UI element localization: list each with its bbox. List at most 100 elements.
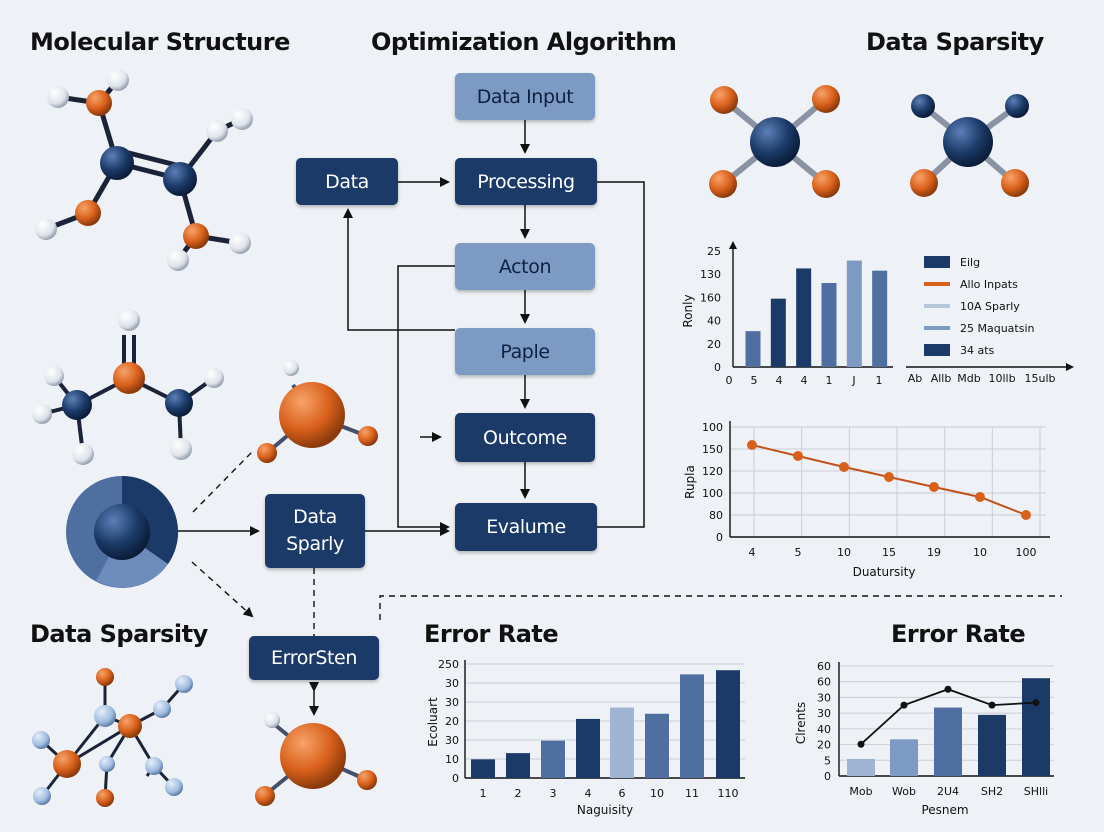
bar	[934, 707, 962, 776]
optimization-algorithm-heading: Optimization Algorithm	[371, 28, 677, 56]
x-tick-label: 10	[973, 546, 987, 559]
y-tick-label: 100	[702, 487, 723, 500]
x-axis-title: Duatursity	[853, 565, 916, 579]
y-tick-label: 40	[817, 723, 831, 736]
processing-node[interactable]: Processing	[455, 158, 597, 205]
bar	[872, 270, 888, 367]
legend-axis-label: Mdb	[957, 372, 980, 385]
data-point	[839, 462, 849, 472]
y-tick-label: 20	[445, 715, 459, 728]
legend-swatch	[924, 256, 950, 268]
bar	[541, 740, 565, 778]
y-tick-label: 0	[824, 770, 831, 783]
y-tick-label: 30	[445, 677, 459, 690]
legend-swatch	[924, 326, 950, 330]
data-point	[988, 701, 996, 709]
x-axis-title: Naguisity	[577, 803, 633, 817]
legend-swatch	[924, 344, 950, 356]
x-tick-label: 10	[837, 546, 851, 559]
sparsity-molecule-2-icon	[910, 94, 1029, 197]
legend-swatch	[924, 282, 950, 286]
y-axis-title: Clrents	[794, 702, 808, 744]
legend-axis-arrow	[1066, 363, 1074, 371]
data-node[interactable]: Data	[296, 158, 398, 205]
legend-label: 10A Sparly	[960, 300, 1020, 313]
sparsity-molecule-1-icon	[709, 85, 840, 198]
y-tick-label: 30	[817, 707, 831, 720]
data-point	[793, 451, 803, 461]
y-tick-label: 0	[714, 361, 721, 374]
x-tick-label: 4	[801, 374, 808, 387]
bar	[978, 714, 1006, 776]
y-tick-label: 0	[452, 772, 459, 785]
evalume-node[interactable]: Evalume	[455, 503, 597, 551]
data-point	[857, 740, 865, 748]
bar	[821, 283, 837, 367]
molecule-2-icon	[32, 309, 224, 465]
orange-atom-icon-upper	[257, 360, 378, 463]
bar	[645, 713, 669, 778]
data-sparly-line2: Sparly	[286, 533, 344, 555]
y-tick-label: 30	[445, 696, 459, 709]
data-input-node[interactable]: Data Input	[455, 73, 595, 120]
data-point	[747, 440, 757, 450]
y-tick-label: 100	[702, 421, 723, 434]
y-tick-label: 120	[702, 465, 723, 478]
errorsten-node[interactable]: ErrorSten	[249, 636, 379, 680]
bar	[576, 718, 600, 778]
data-point	[1032, 699, 1040, 707]
y-tick-label: 5	[824, 754, 831, 767]
bar	[846, 260, 862, 367]
orange-atom-icon-lower	[255, 712, 377, 806]
x-tick-label: 1	[826, 374, 833, 387]
data-point	[929, 482, 939, 492]
x-tick-label: 10	[650, 787, 664, 800]
x-tick-label: Mob	[849, 785, 872, 798]
legend-label: 34 ats	[960, 344, 995, 357]
bar	[680, 674, 704, 778]
data-point	[900, 701, 908, 709]
x-tick-label: 6	[619, 787, 626, 800]
y-tick-label: 25	[707, 245, 721, 258]
y-tick-label: 0	[716, 531, 723, 544]
x-tick-label: 5	[751, 374, 758, 387]
x-tick-label: 4	[776, 374, 783, 387]
y-axis-title: Ecoluart	[426, 697, 440, 747]
outcome-node[interactable]: Outcome	[455, 413, 595, 462]
data-sparly-node[interactable]: Data Sparly	[265, 494, 365, 568]
error-rate-heading-right: Error Rate	[891, 620, 1026, 648]
error-rate-heading-mid: Error Rate	[424, 620, 559, 648]
bar	[890, 739, 918, 776]
y-tick-label: 20	[817, 739, 831, 752]
x-tick-label: 110	[718, 787, 739, 800]
bar	[471, 759, 495, 778]
y-tick-label: 130	[700, 268, 721, 281]
paple-node[interactable]: Paple	[455, 328, 595, 375]
x-tick-label: 0	[726, 374, 733, 387]
legend-axis-label: Ab	[908, 372, 923, 385]
x-tick-label: Wob	[892, 785, 916, 798]
y-tick-label: 10	[445, 753, 459, 766]
legend-axis-label: Allb	[931, 372, 952, 385]
legend-label: Allo Inpats	[960, 278, 1018, 291]
x-tick-label: SHlli	[1024, 785, 1048, 798]
y-tick-label: 80	[709, 509, 723, 522]
data-point	[975, 492, 985, 502]
legend-axis-label: 15ulb	[1024, 372, 1055, 385]
x-axis-title: Pesnem	[921, 803, 968, 817]
y-axis-title: Rupla	[683, 465, 697, 499]
network-molecule-icon	[32, 668, 193, 807]
molecular-structure-heading: Molecular Structure	[30, 28, 290, 56]
acton-node[interactable]: Acton	[455, 243, 595, 290]
legend-label: 25 Maquatsin	[960, 322, 1035, 335]
x-tick-label: 1	[876, 374, 883, 387]
data-point	[1021, 510, 1031, 520]
data-sparsity-heading-left: Data Sparsity	[30, 620, 208, 648]
y-tick-label: 30	[817, 691, 831, 704]
x-tick-label: 5	[795, 546, 802, 559]
x-tick-label: 2	[515, 787, 522, 800]
